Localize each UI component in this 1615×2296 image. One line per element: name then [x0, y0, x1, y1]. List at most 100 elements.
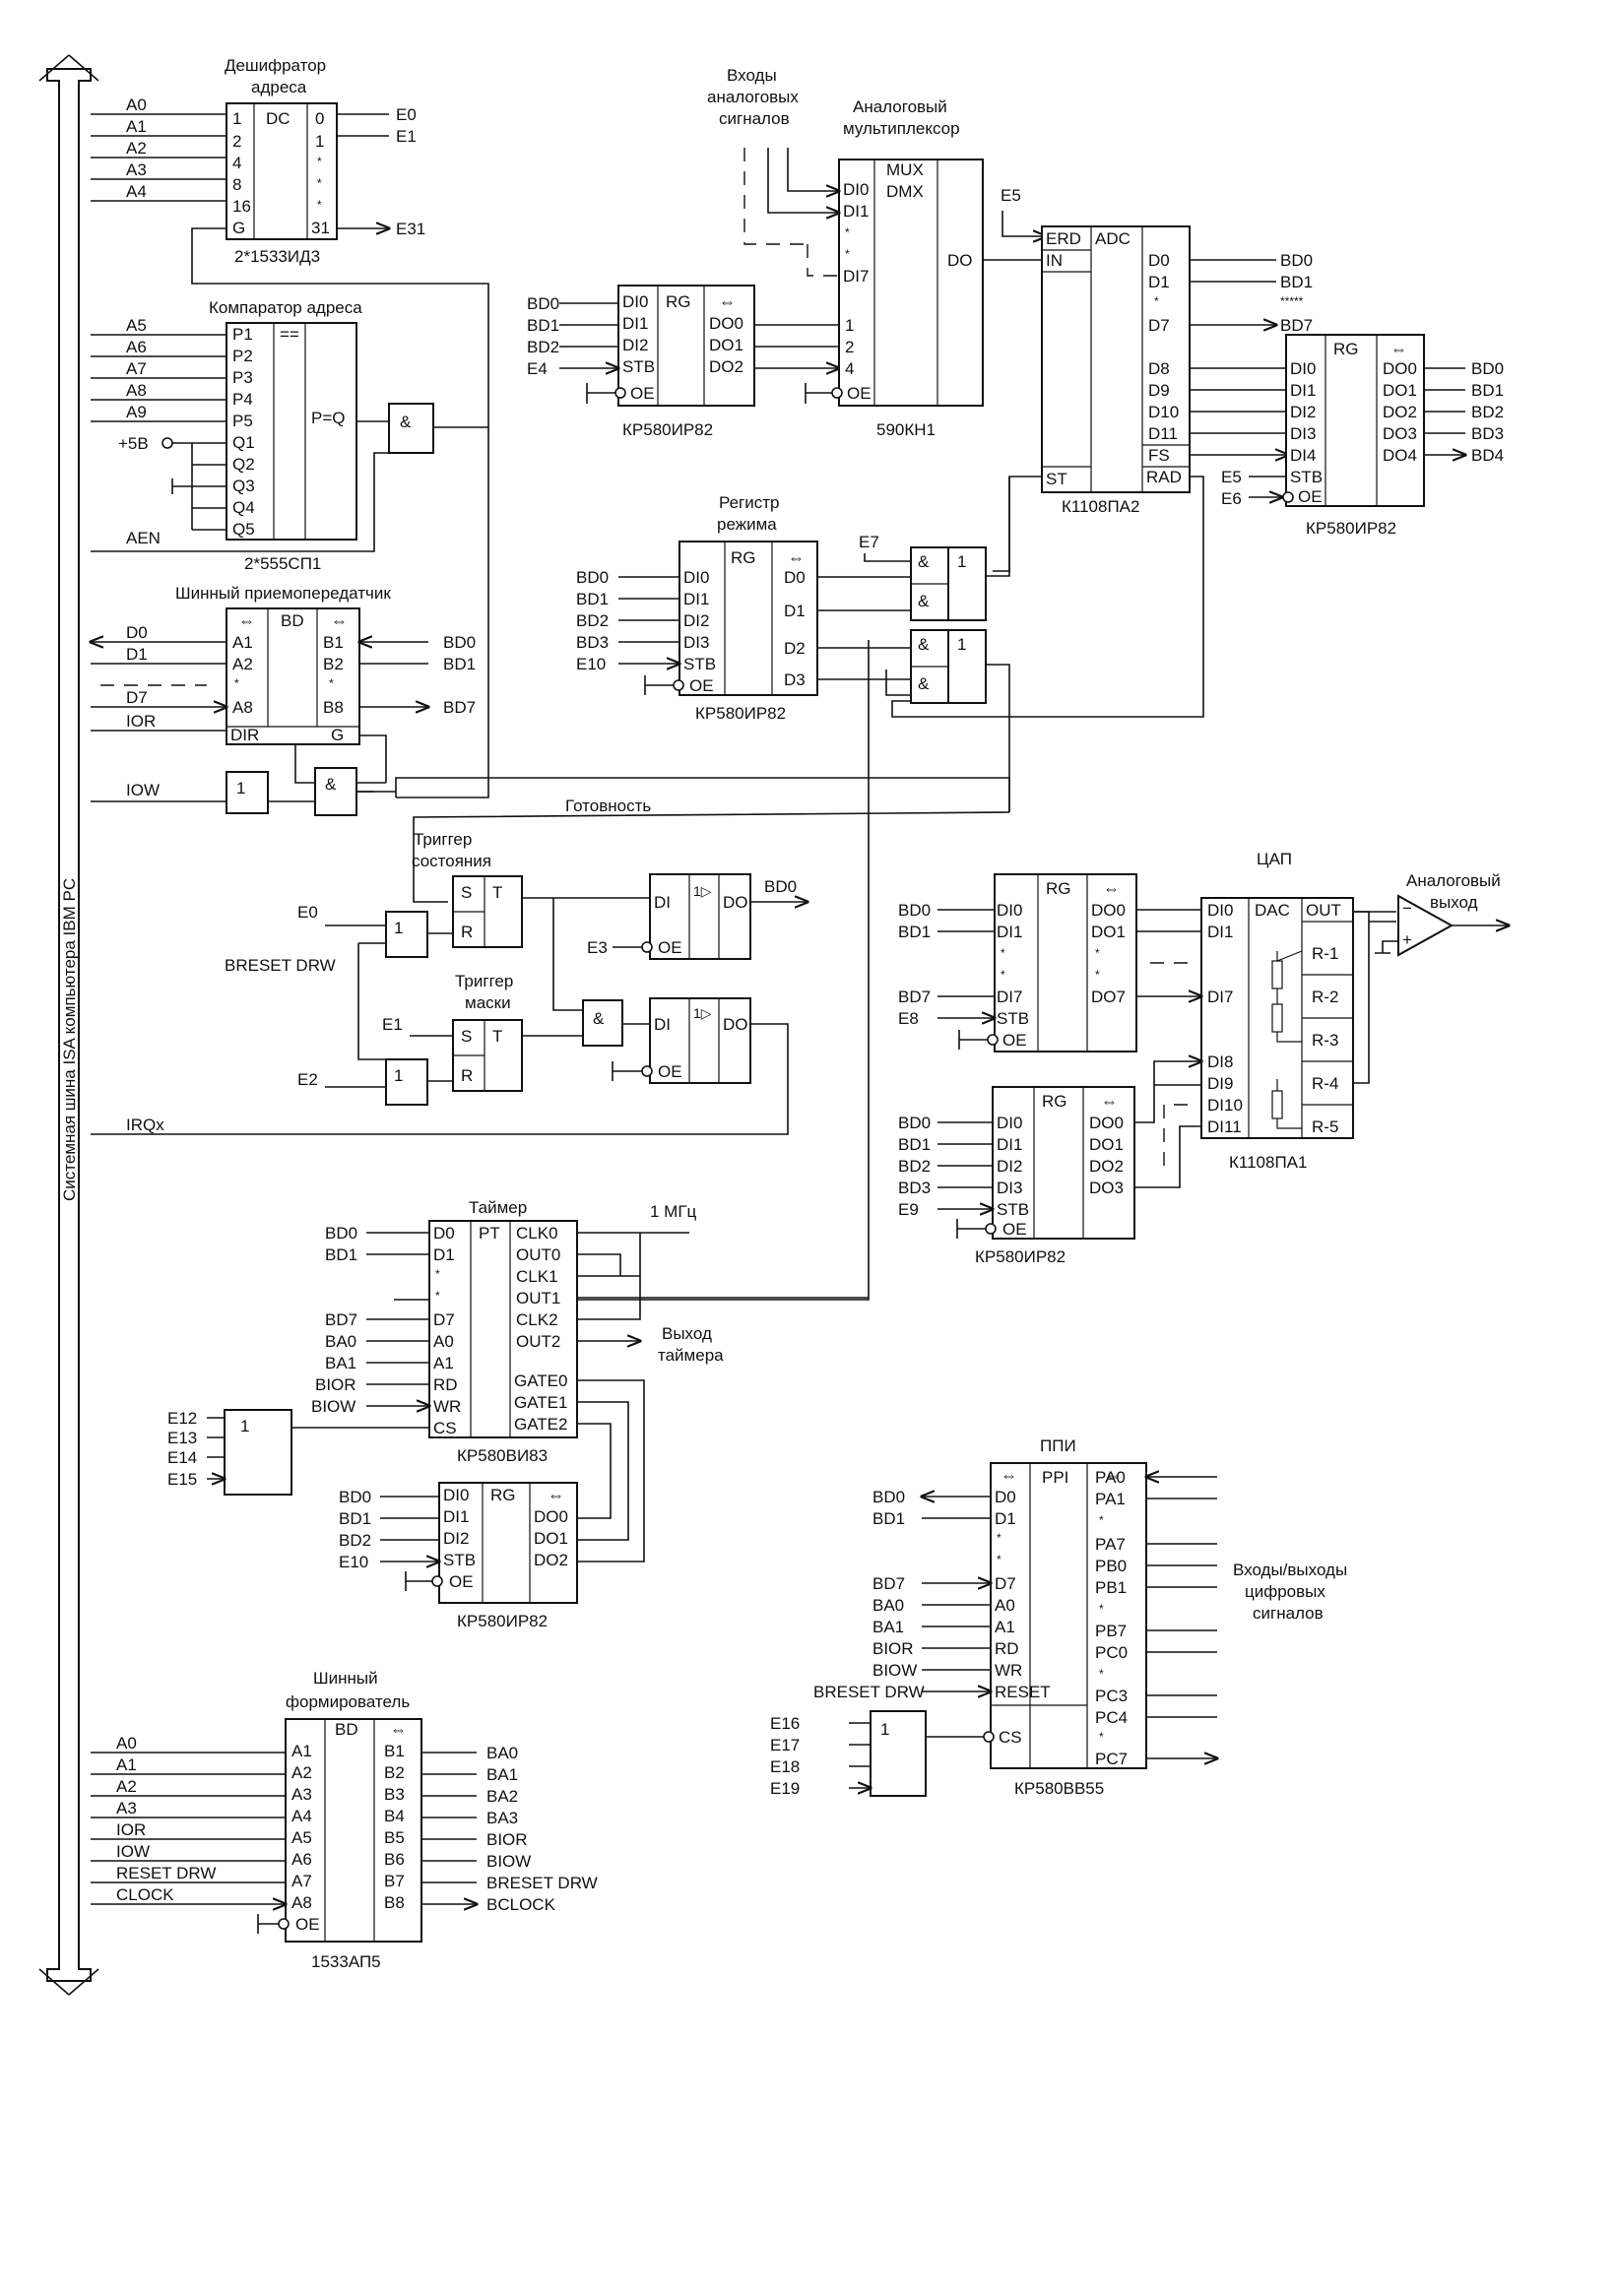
mux-a4: 4: [845, 359, 854, 378]
adc-reg-di1: DI1: [1290, 381, 1316, 400]
ppi-cs-e16: E16: [770, 1714, 800, 1733]
buf2-do: DO: [723, 1015, 748, 1034]
buf2-type: 1▷: [693, 1005, 712, 1021]
timer-clk2: CLK2: [516, 1310, 558, 1329]
timer-reg-di1: DI1: [443, 1507, 469, 1526]
ppi-pcs2: *: [1099, 1730, 1104, 1744]
adc-reg-out-bd3: BD3: [1471, 424, 1504, 443]
address-comparator: Компаратор адреса == P=Q P1 P2 P3 P4 P5 …: [91, 298, 489, 798]
transceiver-iow: IOW: [126, 781, 160, 799]
transceiver-bidir-a: ⇔: [238, 611, 255, 630]
mux-a2: 2: [845, 338, 854, 356]
ppi-pa7: PA7: [1095, 1535, 1126, 1554]
dac-reg1-do1: DO1: [1091, 923, 1126, 941]
mode-reg-di2: DI2: [683, 611, 709, 630]
timer-a1: A1: [433, 1354, 454, 1372]
timer-reg-in-bd0: BD0: [339, 1488, 371, 1506]
ppi-pbs: *: [1099, 1602, 1104, 1616]
mux-title-2: мультиплексор: [843, 119, 960, 138]
adc-st: ST: [1046, 470, 1067, 488]
comparator-func: P=Q: [311, 409, 346, 427]
ppi-io-1: Входы/выходы: [1233, 1561, 1347, 1579]
timer-clk1: CLK1: [516, 1267, 558, 1286]
ppi-bidir-out: ⇔: [1105, 1466, 1122, 1485]
decoder-title-1: Дешифратор: [225, 56, 326, 75]
ppi-pc7: PC7: [1095, 1750, 1128, 1768]
former-b3: B3: [384, 1785, 405, 1804]
transceiver-out-bd0: BD0: [443, 633, 476, 652]
decoder-in-a3: A3: [126, 160, 147, 179]
timer-reg-in-e10: E10: [339, 1553, 368, 1571]
ppi-cs-e19: E19: [770, 1779, 800, 1798]
mode-reg-part: КР580ИР82: [695, 704, 786, 723]
mode-e7: E7: [859, 533, 879, 551]
mask-title-1: Триггер: [455, 972, 513, 990]
adc-d8: D8: [1148, 359, 1170, 378]
dac-reg2-oe: OE: [1002, 1220, 1027, 1239]
dac-reg2-do1: DO1: [1089, 1135, 1124, 1154]
ppi-wr: WR: [995, 1661, 1022, 1680]
ppi-s1: *: [997, 1531, 1001, 1545]
comparator-in-a9: A9: [126, 403, 147, 421]
transceiver-ready: Готовность: [565, 797, 651, 815]
mode-reg-in-bd0: BD0: [576, 568, 609, 587]
ppi-cs: CS: [999, 1728, 1022, 1747]
timer-cs-e12: E12: [167, 1409, 197, 1428]
address-decoder: Дешифратор адреса DC 1 2 4 8 16 G 0 1 * …: [91, 56, 489, 427]
comparator-p5: P5: [232, 412, 253, 430]
adc-part: К1108ПА2: [1062, 497, 1139, 516]
transceiver-a1: A1: [232, 633, 253, 652]
mode-reg-di1: DI1: [683, 590, 709, 608]
timer-in-ba0: BA0: [325, 1332, 356, 1351]
timer-out2: OUT2: [516, 1332, 560, 1351]
ppi-pa0: PA0: [1095, 1468, 1126, 1487]
former-b8: B8: [384, 1893, 405, 1912]
mode-or-2: 1: [957, 635, 966, 654]
dac-reg2-di1: DI1: [997, 1135, 1022, 1154]
status-breset: BRESET DRW: [225, 956, 336, 975]
dac-type: DAC: [1255, 901, 1290, 920]
mode-reg-in-e10: E10: [576, 655, 606, 673]
mode-reg-oe: OE: [689, 676, 714, 695]
transceiver-ior: IOR: [126, 712, 156, 731]
adc-d1: D1: [1148, 273, 1170, 291]
adc-reg-type: RG: [1333, 340, 1359, 358]
timer-in-bd7: BD7: [325, 1310, 357, 1329]
status-s: S: [461, 883, 472, 902]
ppi-pc3: PC3: [1095, 1687, 1128, 1705]
decoder-pin-4: 4: [232, 154, 241, 172]
former-b1: B1: [384, 1742, 405, 1760]
dac-r4: R-4: [1312, 1074, 1338, 1093]
decoder-out-0: 0: [315, 109, 324, 128]
dac-output-1: Аналоговый: [1406, 871, 1501, 890]
former-in-a2: A2: [116, 1777, 137, 1796]
ppi-cs-gate: 1: [880, 1720, 889, 1739]
comparator-p1: P1: [232, 325, 253, 344]
transceiver-a2: A2: [232, 655, 253, 673]
mux-reg-do1: DO1: [709, 336, 743, 354]
transceiver-out-bd1: BD1: [443, 655, 476, 673]
adc-reg-di3: DI3: [1290, 424, 1316, 443]
comparator-gate: &: [400, 413, 412, 431]
comparator-q1: Q1: [232, 433, 255, 452]
former-in-clock: CLOCK: [116, 1885, 174, 1904]
mask-title-2: маски: [465, 993, 511, 1012]
adc-reg-e6: E6: [1221, 489, 1242, 508]
buf2-oe: OE: [658, 1062, 682, 1081]
timer-cs-e15: E15: [167, 1470, 197, 1489]
transceiver-d1: D1: [126, 645, 148, 664]
ppi: ППИ ⇔ PPI ⇔ D0 D1 * * D7 A0 A1 RD WR RES…: [770, 1436, 1347, 1798]
ppi-d0: D0: [995, 1488, 1016, 1506]
ppi-title: ППИ: [1040, 1436, 1076, 1455]
timer-s2: *: [435, 1289, 440, 1303]
adc-reg-out-bd4: BD4: [1471, 446, 1504, 465]
former-in-a3: A3: [116, 1799, 137, 1818]
decoder-pin-1: 1: [232, 109, 241, 128]
adc-rad: RAD: [1146, 468, 1182, 486]
ppi-pb7: PB7: [1095, 1622, 1127, 1640]
adc-reg-do1: DO1: [1383, 381, 1417, 400]
former-b5: B5: [384, 1828, 405, 1847]
former-a7: A7: [291, 1872, 312, 1890]
ppi-rd: RD: [995, 1639, 1019, 1658]
transceiver-bidir-b: ⇔: [331, 611, 348, 630]
